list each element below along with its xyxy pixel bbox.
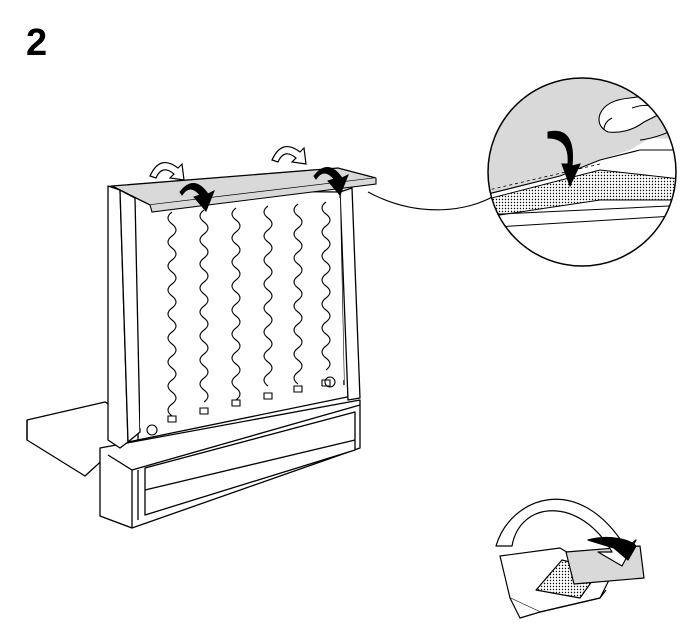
fold-arrows <box>149 145 307 181</box>
step-number: 2 <box>26 22 48 64</box>
right-post <box>339 187 361 401</box>
tuck-arrows <box>179 167 349 212</box>
sofa-frame <box>26 185 361 529</box>
flip-inset <box>495 498 645 619</box>
detail-circle-border <box>487 77 677 267</box>
zigzag-springs <box>146 201 336 436</box>
detail-magnifier <box>488 78 676 266</box>
detail-leader-line <box>367 191 495 211</box>
